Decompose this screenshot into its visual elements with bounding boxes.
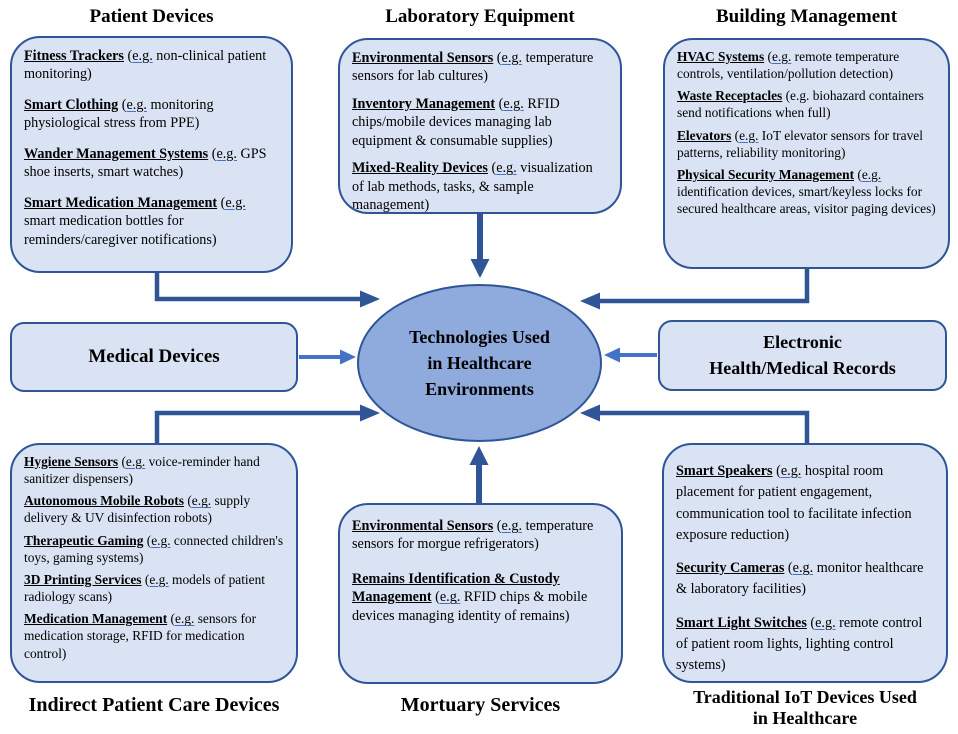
list-item: Security Cameras (e.g. monitor healthcar… (676, 560, 924, 598)
list-item: Smart Light Switches (e.g. remote contro… (676, 614, 923, 674)
mortuary-services-items: Environmental Sensors (e.g. temperature … (352, 517, 609, 625)
arrow-lab-to-center (470, 214, 490, 278)
list-item: Environmental Sensors (e.g. temperature … (352, 518, 594, 553)
medical-devices-box: Medical Devices (10, 322, 298, 392)
list-item: Waste Receptacles (e.g. biohazard contai… (677, 88, 924, 121)
list-item: Inventory Management (e.g. RFID chips/mo… (352, 95, 560, 149)
arrow-mortuary-to-center (469, 446, 489, 503)
traditional-iot-items: Smart Speakers (e.g. hospital room place… (676, 461, 934, 677)
list-item: Environmental Sensors (e.g. temperature … (352, 50, 594, 85)
list-item: HVAC Systems (e.g. remote temperature co… (677, 49, 900, 82)
center-ellipse: Technologies Used in Healthcare Environm… (357, 284, 602, 442)
building-management-items: HVAC Systems (e.g. remote temperature co… (677, 48, 936, 217)
arrow-medical-to-center (299, 349, 356, 365)
list-item: Mixed-Reality Devices (e.g. visualizatio… (352, 160, 593, 214)
arrow-building-to-center (580, 268, 810, 310)
list-item: Remains Identification & Custody Managem… (352, 570, 588, 624)
arrow-ehr-to-center (604, 347, 657, 363)
list-item: Therapeutic Gaming (e.g. connected child… (24, 532, 284, 565)
list-item: Hygiene Sensors (e.g. voice-reminder han… (24, 454, 260, 487)
indirect-patient-care-items: Hygiene Sensors (e.g. voice-reminder han… (24, 453, 284, 662)
laboratory-equipment-title: Laboratory Equipment (385, 6, 575, 27)
building-management-box: HVAC Systems (e.g. remote temperature co… (663, 38, 950, 269)
indirect-patient-care-title: Indirect Patient Care Devices (28, 694, 280, 716)
list-item: Smart Speakers (e.g. hospital room place… (676, 463, 912, 543)
list-item: Elevators (e.g. IoT elevator sensors for… (677, 127, 923, 160)
medical-devices-label: Medical Devices (88, 346, 220, 367)
patient-devices-items: Fitness Trackers (e.g. non-clinical pati… (24, 47, 279, 249)
patient-devices-box: Fitness Trackers (e.g. non-clinical pati… (10, 36, 293, 273)
traditional-iot-title: Traditional IoT Devices Used in Healthca… (693, 687, 917, 728)
ehr-box: Electronic Health/Medical Records (658, 320, 947, 391)
mortuary-services-box: Environmental Sensors (e.g. temperature … (338, 503, 623, 684)
laboratory-equipment-items: Environmental Sensors (e.g. temperature … (352, 49, 608, 214)
arrow-patient-to-center (154, 273, 380, 308)
list-item: Fitness Trackers (e.g. non-clinical pati… (24, 48, 267, 83)
traditional-iot-box: Smart Speakers (e.g. hospital room place… (662, 443, 948, 683)
ehr-label: Electronic Health/Medical Records (709, 332, 896, 378)
list-item: Medication Management (e.g. sensors for … (24, 611, 257, 661)
indirect-patient-care-box: Hygiene Sensors (e.g. voice-reminder han… (10, 443, 298, 683)
list-item: Autonomous Mobile Robots (e.g. supply de… (24, 493, 251, 526)
patient-devices-title: Patient Devices (89, 6, 214, 27)
list-item: Wander Management Systems (e.g. GPS shoe… (24, 145, 267, 181)
mortuary-services-title: Mortuary Services (400, 694, 561, 716)
list-item: 3D Printing Services (e.g. models of pat… (24, 571, 266, 605)
center-ellipse-label: Technologies Used in Healthcare Environm… (409, 326, 550, 400)
list-item: Smart Clothing (e.g. monitoring physiolo… (24, 96, 214, 132)
arrow-indirect-to-center (154, 404, 380, 443)
list-item: Smart Medication Management (e.g. smart … (24, 194, 246, 248)
list-item: Physical Security Management (e.g. ident… (677, 166, 936, 217)
building-management-title: Building Management (715, 6, 898, 27)
arrow-iot-to-center (580, 404, 810, 443)
laboratory-equipment-box: Environmental Sensors (e.g. temperature … (338, 38, 622, 214)
